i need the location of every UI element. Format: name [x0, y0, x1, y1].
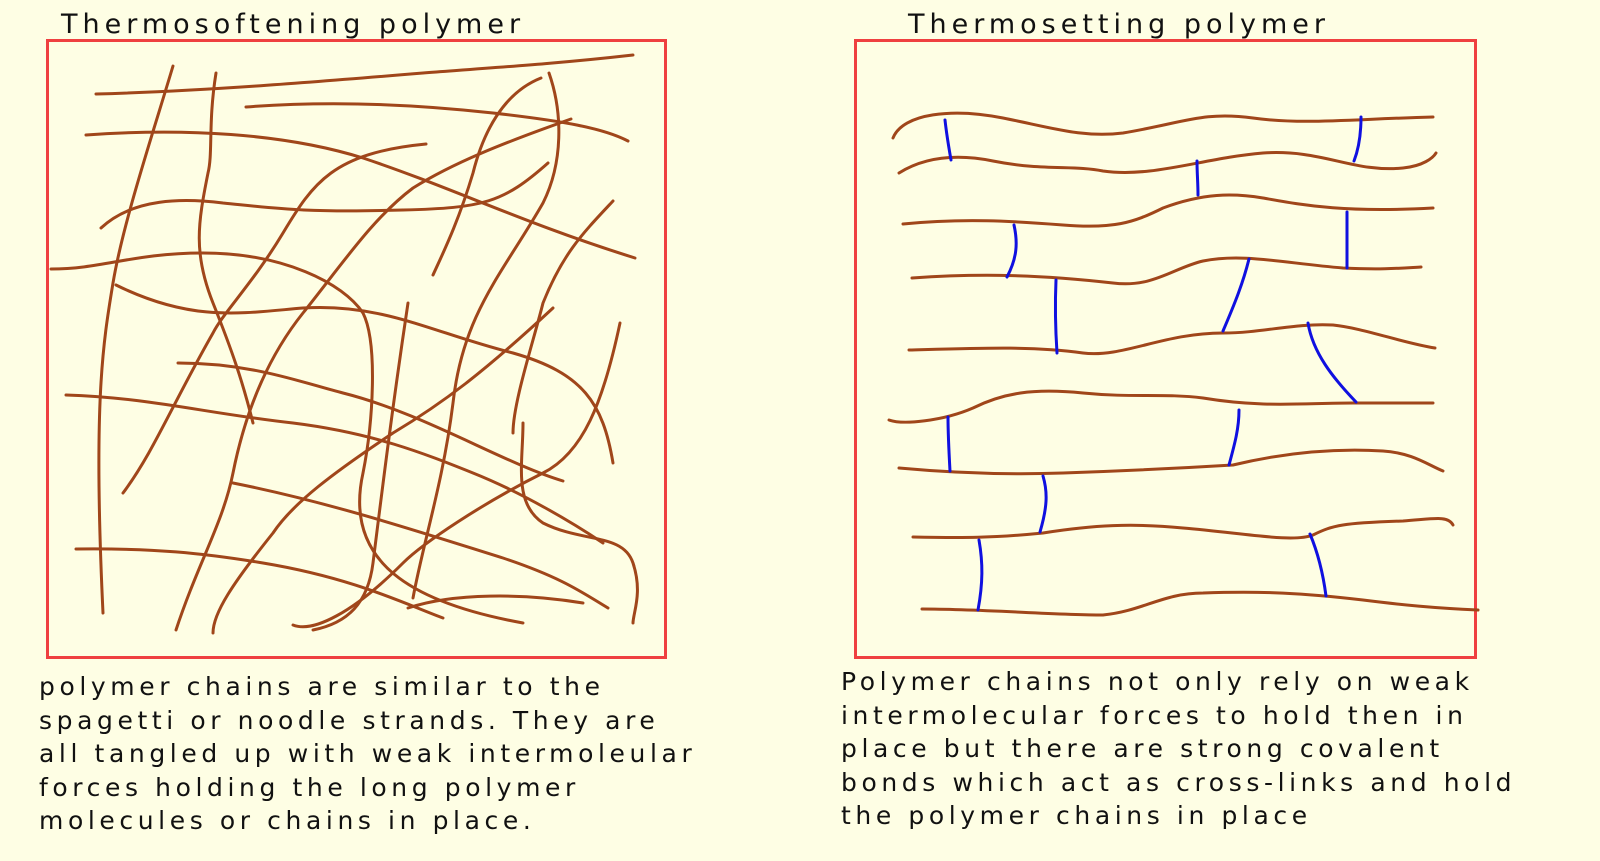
- caption-line: the polymer chains in place: [841, 801, 1312, 830]
- caption-line: forces holding the long polymer: [39, 772, 580, 802]
- polymer-chain: [891, 111, 1435, 140]
- polymer-chain: [406, 594, 585, 610]
- covalent-crosslink: [943, 118, 953, 162]
- polymer-chain: [897, 448, 1445, 476]
- polymer-chain: [121, 142, 428, 495]
- thermosoftening-title: Thermosoftening polymer: [61, 9, 526, 40]
- covalent-crosslink: [1038, 474, 1048, 534]
- thermosoftening-caption: polymer chains are similar to the spaget…: [39, 670, 696, 838]
- covalent-crosslink: [1221, 257, 1251, 333]
- polymer-chain: [907, 323, 1437, 356]
- polymer-chain: [64, 393, 605, 545]
- polymer-chain: [211, 306, 555, 635]
- covalent-crosslink: [976, 538, 984, 612]
- polymer-chain: [901, 193, 1435, 228]
- covalent-crosslink: [1352, 115, 1363, 163]
- polymer-chain: [244, 102, 630, 143]
- polymer-chain: [897, 151, 1438, 175]
- polymer-chain: [911, 517, 1455, 540]
- caption-line: place but there are strong covalent: [841, 734, 1444, 763]
- polymer-chain: [197, 71, 255, 425]
- polymer-chain: [511, 199, 615, 435]
- caption-line: bonds which act as cross-links and hold: [841, 767, 1517, 797]
- covalent-crosslink: [946, 415, 952, 473]
- crosslinked-chains-illustration: [887, 111, 1480, 617]
- polymer-chain: [291, 321, 622, 629]
- covalent-crosslink: [1227, 408, 1241, 467]
- polymer-chain: [97, 64, 175, 615]
- thermosetting-caption: Polymer chains not only rely on weak int…: [841, 665, 1516, 833]
- covalent-crosslink: [1308, 532, 1328, 598]
- polymer-chain: [311, 301, 410, 632]
- polymer-chain: [411, 71, 561, 600]
- covalent-crosslink: [1306, 321, 1358, 404]
- polymer-chain: [231, 481, 610, 610]
- covalent-crosslink: [1005, 223, 1018, 279]
- polymer-chain: [74, 547, 445, 620]
- tangled-chains-illustration: [49, 53, 639, 635]
- polymer-chain: [174, 117, 573, 632]
- polymer-chain: [920, 590, 1480, 617]
- polymer-chain: [887, 389, 1435, 424]
- caption-line: Polymer chains not only rely on weak: [841, 667, 1474, 696]
- thermosoftening-diagram: [46, 39, 667, 659]
- caption-line: polymer chains are similar to the: [39, 672, 605, 701]
- covalent-crosslink: [1195, 159, 1200, 197]
- thermosetting-diagram: [854, 39, 1480, 659]
- polymer-chain: [431, 76, 543, 277]
- caption-line: intermolecular forces to hold then in: [841, 700, 1468, 730]
- caption-line: molecules or chains in place.: [39, 806, 536, 835]
- polymer-chain: [94, 53, 635, 96]
- covalent-crosslink: [1053, 278, 1059, 355]
- polymer-chain: [49, 251, 525, 625]
- polymer-chain: [99, 161, 550, 230]
- polymer-chain: [114, 283, 615, 465]
- caption-line: spagetti or noodle strands. They are: [39, 705, 660, 735]
- thermosetting-title: Thermosetting polymer: [908, 9, 1330, 40]
- polymer-chain: [176, 361, 565, 483]
- polymer-chain: [910, 256, 1423, 286]
- caption-line: all tangled up with weak intermoleular: [39, 739, 697, 768]
- polymer-chain: [519, 421, 639, 625]
